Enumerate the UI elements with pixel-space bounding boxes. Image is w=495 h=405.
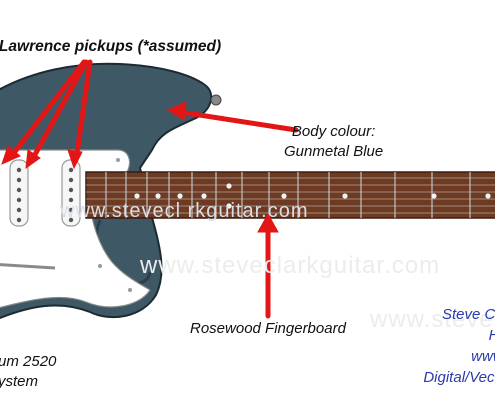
pickup-middle [9, 159, 29, 227]
tremolo-label: um 2520 ystem [0, 352, 56, 392]
fingerboard-label: Rosewood Fingerboard [190, 320, 346, 337]
credit-block: Steve Cla Hy www. Digital/Vecto [423, 304, 495, 388]
body-colour-label: Body colour: Gunmetal Blue [284, 122, 383, 162]
watermark-1: www.stevecl rkguitar.com [60, 200, 309, 222]
strings [86, 177, 495, 214]
fret-markers [134, 183, 491, 209]
red-arrow-icon [1, 59, 299, 319]
watermark-3: www.steve [370, 306, 494, 333]
strap-button [210, 94, 222, 106]
pickguard-screws [98, 158, 132, 292]
tremolo-arm [0, 263, 56, 270]
pickups-label: ll Lawrence pickups (*assumed) [0, 38, 222, 55]
body-colour-value: Gunmetal Blue [284, 143, 384, 160]
watermark-2: www.steveclarkguitar.com [140, 252, 441, 279]
credit-line-4: Digital/Vecto [423, 369, 495, 386]
credit-line-3: www. [471, 348, 495, 365]
fingerboard [85, 171, 495, 219]
credit-line-2: Hy [423, 325, 495, 346]
tremolo-label-line2: ystem [0, 373, 39, 390]
credit-line-1: Steve Cla [441, 306, 495, 323]
pickup-neck [61, 159, 81, 227]
tremolo-label-line1: um 2520 [0, 353, 57, 370]
body-colour-title: Body colour: [291, 123, 376, 140]
